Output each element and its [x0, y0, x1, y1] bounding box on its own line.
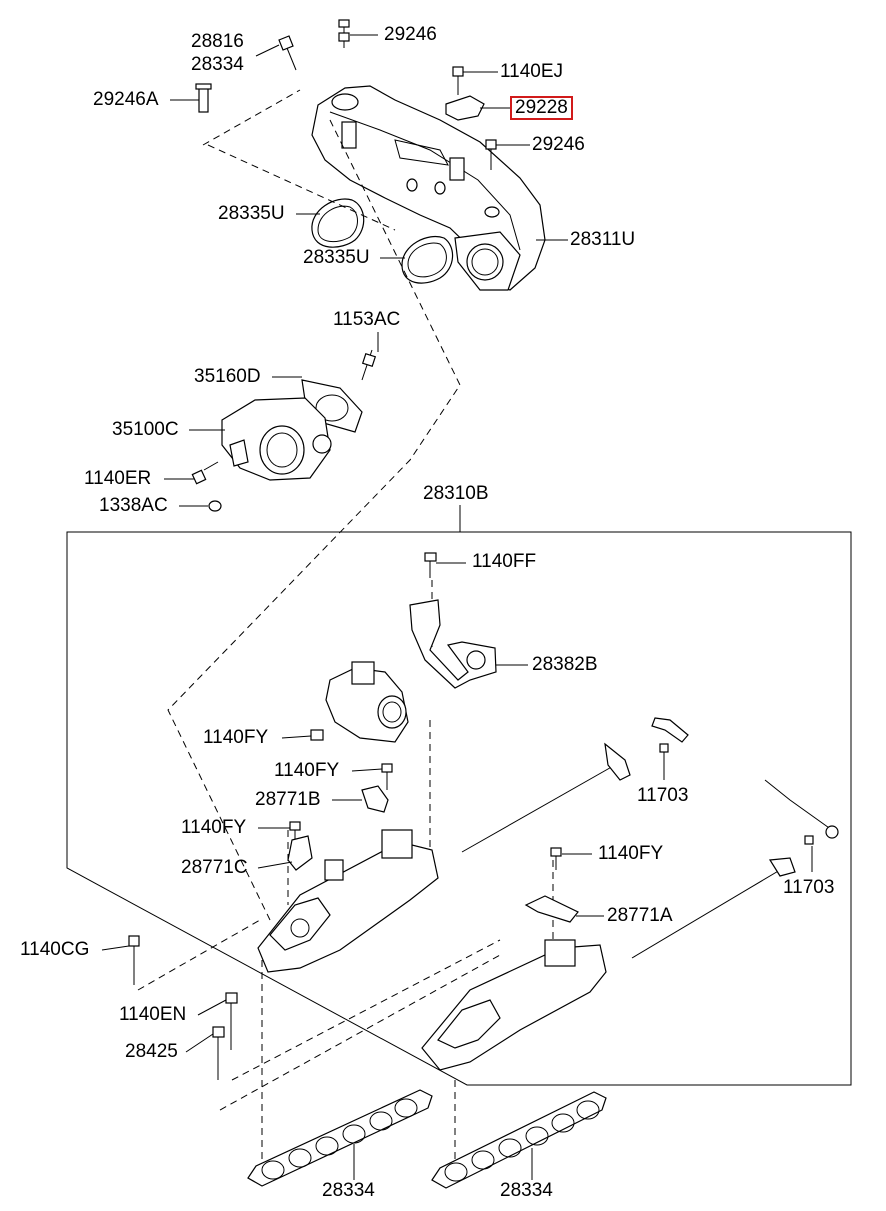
actuator-28382B	[409, 599, 497, 689]
label-1140EN: 1140EN	[119, 1004, 187, 1025]
rod-11703-b	[631, 779, 839, 959]
label-1140CG: 1140CG	[20, 939, 90, 960]
fitting-29246A	[195, 83, 212, 113]
label-1338AC: 1338AC	[99, 495, 168, 516]
gasket-28335U-b	[401, 236, 454, 284]
label-1153AC: 1153AC	[333, 309, 401, 330]
bolt-1140ER	[191, 461, 219, 485]
assembly-box-28310B	[66, 531, 852, 1086]
label-28310B: 28310B	[423, 483, 489, 504]
bolt-29246-top	[338, 19, 350, 48]
label-29246-top: 29246	[384, 24, 437, 45]
bracket-29228	[445, 95, 485, 121]
label-35100C: 35100C	[112, 419, 179, 440]
label-28335U-a: 28335U	[218, 203, 285, 224]
intake-manifold-upper	[311, 85, 546, 291]
label-11703-b: 11703	[783, 877, 835, 898]
label-28816: 28816	[191, 31, 244, 52]
bracket-28771B	[361, 785, 389, 813]
label-28334-bottom-left: 28334	[322, 1180, 375, 1201]
intake-manifold-lower-left	[257, 829, 439, 973]
sensor-28816	[278, 35, 297, 71]
label-1140FY-b: 1140FY	[274, 760, 340, 781]
label-28334-bottom-right: 28334	[500, 1180, 553, 1201]
bracket-28771C	[287, 835, 313, 871]
bracket-28771A	[524, 895, 579, 923]
gasket-28335U-a	[311, 198, 365, 248]
rod-11703-a	[461, 717, 689, 853]
label-28771C: 28771C	[181, 857, 248, 878]
leader-lines	[101, 34, 813, 1180]
label-29246-mid: 29246	[532, 134, 585, 155]
label-28425: 28425	[125, 1041, 178, 1062]
label-29228-highlighted: 29228	[510, 96, 573, 120]
throttle-valve-assembly	[325, 661, 409, 743]
label-1140ER: 1140ER	[84, 468, 152, 489]
label-28334-top: 28334	[191, 54, 244, 75]
label-1140FY-c: 1140FY	[181, 817, 247, 838]
label-35160D: 35160D	[194, 366, 261, 387]
label-28335U-b: 28335U	[303, 247, 370, 268]
label-28771A: 28771A	[607, 905, 673, 926]
bolt-28425	[212, 1026, 225, 1080]
reference-lines	[137, 89, 554, 1165]
bolt-1140FY-d	[550, 847, 562, 870]
label-1140FY-d: 1140FY	[598, 843, 664, 864]
label-1140EJ: 1140EJ	[500, 61, 564, 82]
bolt-1140FF	[424, 552, 437, 578]
gasket-28334-right	[431, 1091, 607, 1189]
gasket-28334-left	[247, 1089, 433, 1187]
nut-1338AC	[208, 500, 222, 512]
label-28382B: 28382B	[532, 654, 598, 675]
label-28771B: 28771B	[255, 789, 321, 810]
bolt-1140FY-b	[381, 763, 393, 790]
throttle-body-35100C	[221, 397, 332, 481]
bolt-1140EN	[225, 992, 238, 1050]
label-1140FF: 1140FF	[472, 551, 537, 572]
bolt-1140FY-a	[310, 729, 324, 741]
stud-1153AC	[361, 349, 377, 381]
label-11703-a: 11703	[637, 785, 689, 806]
label-29246A: 29246A	[93, 89, 159, 110]
label-1140FY-a: 1140FY	[203, 727, 269, 748]
label-28311U: 28311U	[570, 229, 636, 250]
bolt-1140EJ	[452, 66, 464, 95]
bolt-1140CG	[128, 935, 140, 985]
intake-manifold-lower-right	[421, 939, 607, 1071]
